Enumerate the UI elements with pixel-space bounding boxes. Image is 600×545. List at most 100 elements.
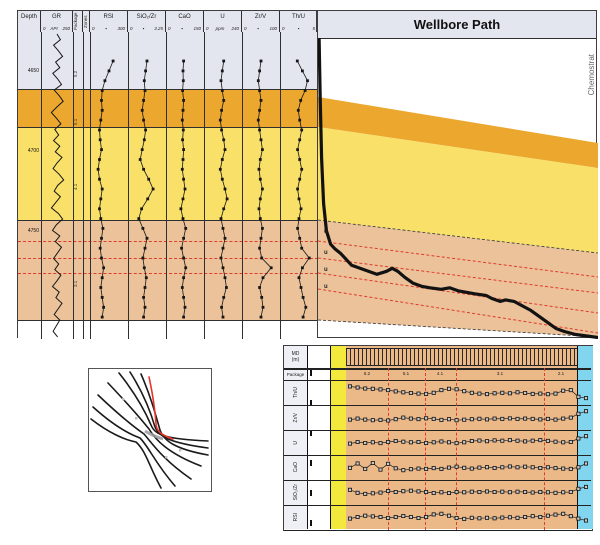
md-header-label: MD(m) <box>291 351 300 363</box>
depth-tick-label: 4700 <box>27 148 39 154</box>
track-separator <box>280 32 281 339</box>
well-trajectory-svg <box>90 371 209 489</box>
bp-track-label-text: RSI <box>292 513 299 522</box>
bp-red-boundary <box>456 368 457 530</box>
red-correlation-line <box>18 258 318 259</box>
bp-package-header: Package <box>286 371 305 377</box>
red-correlation-line <box>18 241 318 242</box>
wellbore-zone-label: u <box>324 250 328 256</box>
bp-track-label-text: U <box>292 440 299 445</box>
depth-column-header: Depth <box>18 11 41 32</box>
bp-red-boundary <box>425 368 426 530</box>
strat-band <box>18 32 318 89</box>
bp-package-label: 5.1 <box>402 371 410 376</box>
band-boundary-line <box>18 127 318 128</box>
bp-row-line <box>284 380 591 381</box>
bp-row-line <box>284 530 591 531</box>
bp-track-label-Th/U: Th/U <box>284 380 307 405</box>
package-interval-label: 4.1 <box>73 183 78 191</box>
md-depth-ticks <box>346 348 577 366</box>
package-interval-label: 5.2 <box>73 70 78 78</box>
wellbore-zone-label: u <box>324 267 328 273</box>
bp-row-line <box>284 480 591 481</box>
track-separator <box>41 32 42 339</box>
track-separator <box>204 32 205 339</box>
track-curve-Zr/V <box>256 59 273 319</box>
track-curve-RSI <box>96 59 115 319</box>
track-curve-U <box>218 59 229 319</box>
wellbore-path-title-text: Wellbore Path <box>413 17 501 32</box>
package-interval-label: 5.1 <box>73 118 78 126</box>
bp-row-line <box>284 430 591 431</box>
band-boundary-line <box>18 89 318 90</box>
bp-track-label-text: CaO <box>292 462 299 473</box>
depth-header-label: Depth <box>20 14 37 20</box>
zone-column-header: Zones <box>83 11 90 32</box>
track-separator <box>73 32 74 339</box>
bp-track-label-U: U <box>284 430 307 455</box>
band-boundary-line <box>18 320 318 321</box>
bp-package-label: 5.2 <box>363 371 371 376</box>
highlighted-well-path <box>148 376 174 440</box>
wellbore-zone-label: u <box>324 229 328 235</box>
bp-gap-column <box>313 346 330 529</box>
band-boundary-line <box>18 220 318 221</box>
bp-track-label-Zr/V: Zr/V <box>284 405 307 430</box>
bp-track-label-SiO₂/Zr: SiO₂/Zr <box>284 480 307 505</box>
knot-highlight <box>144 429 164 441</box>
bp-track-series-Zr/V <box>348 409 588 423</box>
bp-package-label: 3.1 <box>496 371 504 376</box>
package-column-header: Package <box>73 11 83 32</box>
track-separator <box>242 32 243 339</box>
bp-track-series-Th/U <box>348 384 588 401</box>
package-interval-label: 3.1 <box>73 280 78 288</box>
bp-row-line <box>284 505 591 506</box>
bp-row-line <box>284 455 591 456</box>
bp-track-label-text: SiO₂/Zr <box>292 484 299 501</box>
depth-tick-label: 4750 <box>27 228 39 234</box>
wellbore-path-title: Wellbore Path <box>318 11 596 39</box>
track-curve-SiO₂/Zr <box>137 59 155 319</box>
red-correlation-line <box>18 273 318 274</box>
bp-package-label: 4.1 <box>436 371 444 376</box>
strat-band <box>18 127 318 220</box>
bp-data-area <box>346 346 577 529</box>
bp-track-series-CaO <box>348 461 588 473</box>
bp-red-boundary <box>388 368 389 530</box>
track-separator <box>128 32 129 339</box>
strat-band <box>18 89 318 127</box>
track-separator <box>90 32 91 339</box>
bp-label-column <box>284 346 307 529</box>
bp-row-line <box>284 368 591 370</box>
bp-row-line <box>284 405 591 406</box>
depth-tick-label: 4650 <box>27 68 39 74</box>
track-curve-Th/U <box>295 59 311 319</box>
strat-band <box>18 220 318 320</box>
gr-curve <box>50 33 65 338</box>
track-separator <box>166 32 167 339</box>
bp-track-series-U <box>348 434 588 446</box>
bp-track-label-text: Zr/V <box>292 412 299 423</box>
bp-track-label-RSI: RSI <box>284 505 307 530</box>
bp-package-label: 2.1 <box>557 371 565 376</box>
wellbore-strat-svg <box>318 38 598 339</box>
wellbore-zone-label: u <box>324 284 328 290</box>
bp-track-series-RSI <box>348 511 588 523</box>
track-curve-CaO <box>179 59 188 319</box>
strat-band <box>18 320 318 339</box>
log-plot-area: 4650 4700 4750 5.2 5.1 4.1 3.1 <box>18 32 318 339</box>
bp-track-label-text: Th/U <box>292 387 299 398</box>
